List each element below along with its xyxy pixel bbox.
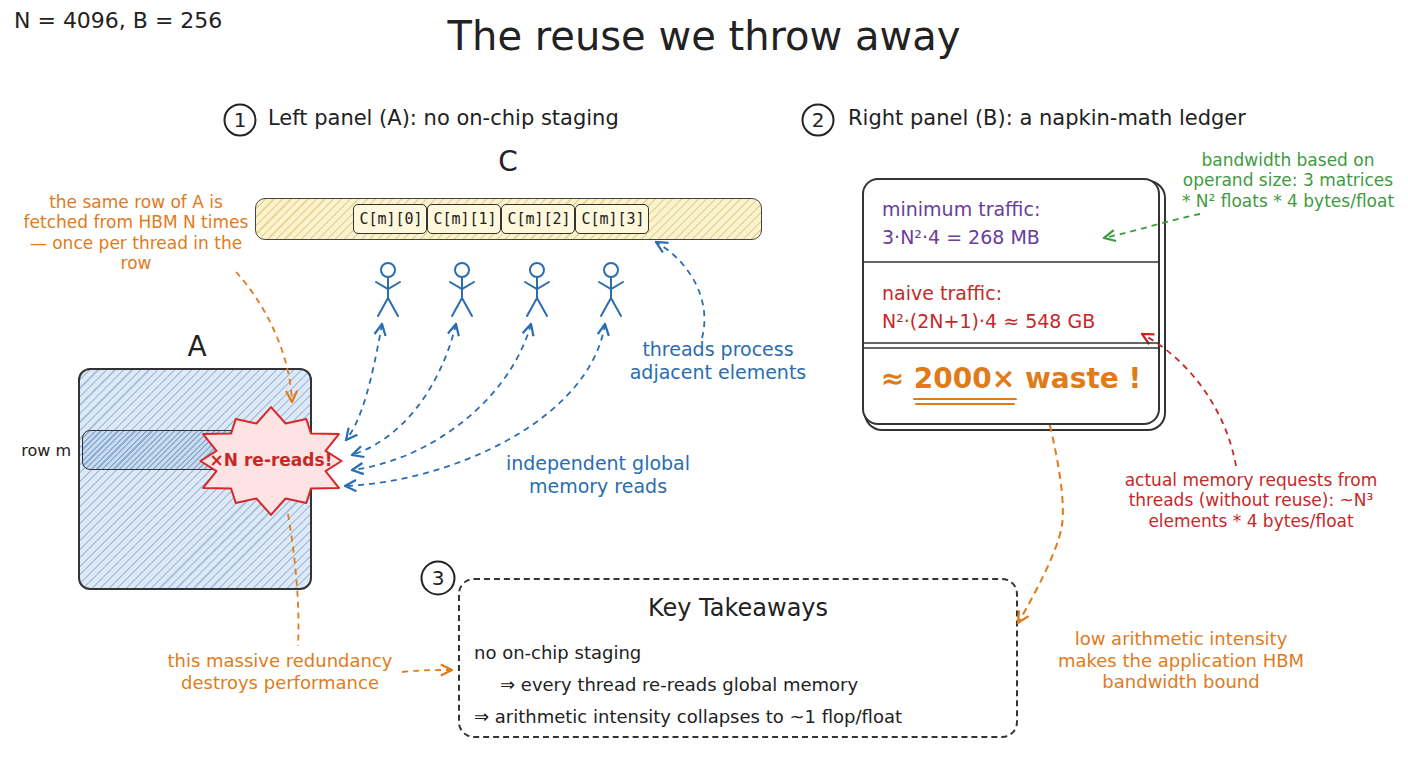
thread-figure [599,263,623,316]
panel-heading: Right panel (B): a napkin-math ledger [848,106,1246,131]
matrix-row-bar: CC[m][0]C[m][1]C[m][2]C[m][3] [255,198,762,240]
step-number-text: 3 [420,566,456,590]
takeaway-line: ⇒ arithmetic intensity collapses to ~1 f… [474,706,902,728]
cell-label: C[m][0] [354,210,428,228]
memory-read-arrow [352,324,456,455]
takeaway-line: ⇒ every thread re-reads global memory [500,674,858,696]
matrix-box: Arow m×N re-reads! [78,368,312,590]
box-heading: Key Takeaways [460,594,1016,623]
step-number-text: 1 [223,108,257,132]
matrix-cell: C[m][2] [501,204,575,234]
annotation-note: low arithmetic intensity makes the appli… [1050,628,1312,693]
leader-arrow [402,670,452,672]
annotation-note: actual memory requests from threads (wit… [1098,470,1404,531]
matrix-cell: C[m][3] [575,204,649,234]
dashed-arrow [1018,425,1063,623]
cell-label: C[m][2] [502,210,576,228]
annotation-note: bandwidth based on operand size: 3 matri… [1178,150,1398,211]
thread-figure [381,263,395,277]
thread-figure [604,263,618,277]
step-number: 1 [223,103,257,137]
parameter-note: N = 4096, B = 256 [14,8,222,34]
ledger-formula: N²·(2N+1)·4 ≈ 548 GB [882,310,1095,333]
cell-label: C[m][1] [428,210,502,228]
thread-figure [455,263,469,277]
memory-read-arrow [352,324,531,470]
cell-label: C[m][3] [576,210,650,228]
ledger-heading: minimum traffic: [882,198,1040,221]
thread-figure [376,263,400,316]
ledger-formula: 3·N²·4 = 268 MB [882,226,1040,249]
thread-figure [525,263,549,316]
connector-layer [1018,425,1063,623]
matrix-cell: C[m][1] [427,204,501,234]
step-number-text: 2 [801,108,835,132]
annotation-note: threads process adjacent elements [620,338,816,384]
annotation-note: independent global memory reads [478,452,718,498]
takeaway-box: Key Takeaways no on-chip staging ⇒ every t… [458,578,1018,738]
matrix-row-band: row m×N re-reads! [82,430,310,470]
thread-figure [376,277,400,316]
step-number: 3 [420,560,456,596]
thread-figure [530,263,544,277]
leader-arrow [656,242,704,338]
takeaway-line: no on-chip staging [474,642,641,664]
matrix-cell: C[m][0] [353,204,427,234]
thread-figure [599,277,623,316]
matrix-name: C [488,145,528,179]
matrix-name: A [177,330,217,364]
thread-figure [450,263,474,316]
annotation-note: the same row of A is fetched from HBM N … [22,192,250,274]
callout-text: ×N re-reads! [191,450,351,470]
annotation-note: this massive redundancy destroys perform… [150,650,410,693]
panel-heading: Left panel (A): no on-chip staging [268,106,619,131]
memory-read-arrow [346,324,382,440]
starburst-callout: ×N re-reads! [191,406,351,516]
thread-figure [525,277,549,316]
thread-figure [450,277,474,316]
ledger-box: minimum traffic: 3·N²·4 = 268 MB naive tra… [862,178,1160,425]
row-label: row m [11,441,71,460]
ledger-heading: naive traffic: [882,282,1002,305]
ledger-result: ≈ 2000× waste ! [864,362,1158,396]
step-number: 2 [801,103,835,137]
